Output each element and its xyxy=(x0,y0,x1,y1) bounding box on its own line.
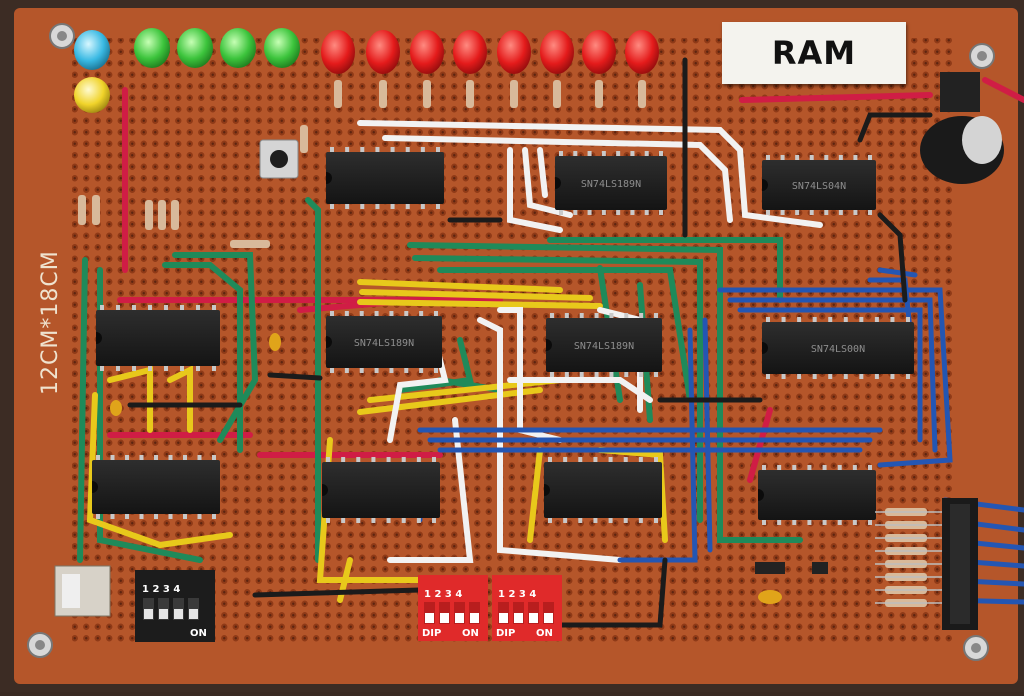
led-resistor-8 xyxy=(638,80,646,108)
lower-right-chip xyxy=(758,465,876,525)
led-resistor-7 xyxy=(595,80,603,108)
led-resistor-6 xyxy=(553,80,561,108)
svg-text:1 2 3 4: 1 2 3 4 xyxy=(142,584,180,595)
middle-center-right-chip: SN74LS189N xyxy=(546,313,662,377)
red-led-7 xyxy=(582,30,616,74)
top-right-chip-marking: SN74LS04N xyxy=(792,181,846,192)
dip-switch-red-1: 1 2 3 4 DIP ON xyxy=(418,575,488,641)
red-led-6 xyxy=(540,30,574,74)
middle-center-chip-marking: SN74LS189N xyxy=(354,338,414,349)
svg-text:ON: ON xyxy=(536,628,553,639)
dip-switch-black: 1 2 3 4 ON xyxy=(135,570,215,642)
top-left-chip xyxy=(326,147,444,209)
capacitor xyxy=(920,72,1004,184)
push-button xyxy=(259,139,299,179)
svg-text:1 2 3 4: 1 2 3 4 xyxy=(424,589,462,600)
svg-text:ON: ON xyxy=(462,628,479,639)
resistor-ladder xyxy=(875,508,945,607)
red-led-3 xyxy=(410,30,444,74)
ribbon-connector xyxy=(942,498,978,630)
led-resistor-1 xyxy=(334,80,342,108)
slide-switch xyxy=(54,565,111,617)
svg-text:1 2 3 4: 1 2 3 4 xyxy=(498,589,536,600)
middle-center-right-chip-marking: SN74LS189N xyxy=(574,341,634,352)
led-resistor-4 xyxy=(466,80,474,108)
board-size-marking: 12CM*18CM xyxy=(38,250,63,395)
led-resistor-5 xyxy=(510,80,518,108)
middle-right-chip-marking: SN74LS00N xyxy=(811,344,865,355)
middle-center-chip: SN74LS189N xyxy=(326,311,442,373)
yellow-wires xyxy=(86,279,668,603)
red-led-1 xyxy=(321,30,355,74)
small-components xyxy=(110,333,828,604)
led-resistor-2 xyxy=(379,80,387,108)
svg-text:ON: ON xyxy=(190,628,207,639)
lower-center-chip xyxy=(322,457,440,523)
middle-right-chip: SN74LS00N xyxy=(762,317,914,379)
lower-center-right-chip xyxy=(544,457,662,523)
ram-label-card: RAM xyxy=(722,22,906,84)
red-led-5 xyxy=(497,30,531,74)
red-led-2 xyxy=(366,30,400,74)
svg-text:DIP: DIP xyxy=(496,628,515,639)
middle-left-chip xyxy=(96,305,220,371)
lower-left-chip xyxy=(92,455,220,519)
left-resistors xyxy=(78,125,308,248)
dip-switch-red-2: 1 2 3 4 DIP ON xyxy=(492,575,562,641)
top-middle-chip-marking: SN74LS189N xyxy=(581,179,641,190)
svg-text:DIP: DIP xyxy=(422,628,441,639)
red-led-8 xyxy=(625,30,659,74)
black-wires xyxy=(127,57,933,628)
led-resistors xyxy=(334,80,646,108)
led-row xyxy=(74,28,659,113)
red-led-4 xyxy=(453,30,487,74)
led-resistor-3 xyxy=(423,80,431,108)
mounting-screws xyxy=(27,23,995,661)
top-middle-chip: SN74LS189N xyxy=(555,151,667,215)
top-right-chip: SN74LS04N xyxy=(762,155,876,215)
ic-chips: SN74LS189N SN74LS04N SN74LS189N SN74LS189N S… xyxy=(92,147,914,525)
